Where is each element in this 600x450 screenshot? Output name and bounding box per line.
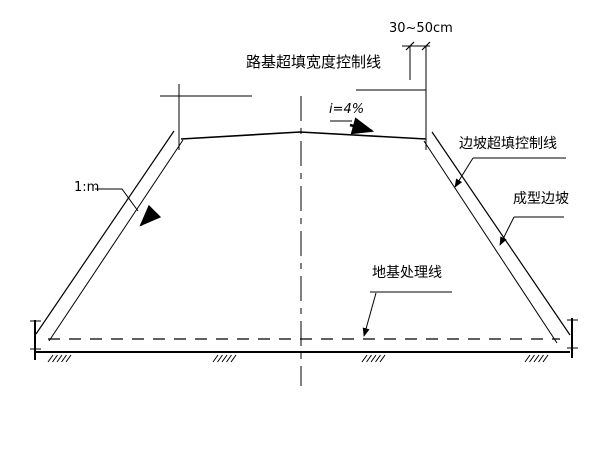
ground-hatch-icon (524, 354, 549, 363)
slope-direction-arrow-icon (139, 204, 162, 227)
left-slope-overfill-line (35, 130, 175, 335)
right-slope-formed-line (423, 140, 558, 344)
label-side-slope-ratio: 1:m (74, 180, 100, 195)
embankment-outline (35, 130, 571, 344)
slope-ratio-leader (95, 188, 139, 212)
label-roadbed-overfill-width-control-line: 路基超填宽度控制线 (246, 53, 382, 71)
roadbed-top-edge (180, 131, 427, 140)
toe-stakes (30, 318, 578, 360)
label-foundation-treatment-line: 地基处理线 (372, 265, 442, 281)
right-slope-overfill-line (431, 131, 571, 336)
crown-slope-annotation (330, 117, 375, 135)
formed-slope-leader (499, 216, 564, 246)
slope-ratio-annotation (95, 188, 162, 227)
left-slope-formed-line (48, 139, 184, 342)
label-crown-slope: i=4% (329, 102, 365, 117)
label-overfill-width-dimension: 30~50cm (389, 21, 453, 36)
overfill-width-dimension-lines (402, 41, 431, 150)
foundation-arrow-icon (362, 292, 377, 337)
ground-hatch-icon (47, 354, 72, 363)
ground-hatch-icon (212, 354, 237, 363)
ground-base (36, 338, 570, 363)
roadbed-control-leaders (160, 84, 426, 150)
slope-control-leader (454, 157, 566, 188)
formed-slope-arrow-icon (499, 216, 515, 246)
foundation-leader (362, 291, 452, 337)
label-slope-overfill-control-line: 边坡超填控制线 (459, 136, 557, 152)
crown-slope-arrow-icon (349, 117, 375, 135)
ground-hatch-icon (361, 354, 386, 363)
label-formed-slope: 成型边坡 (513, 191, 569, 207)
slope-control-arrow-icon (454, 157, 474, 188)
